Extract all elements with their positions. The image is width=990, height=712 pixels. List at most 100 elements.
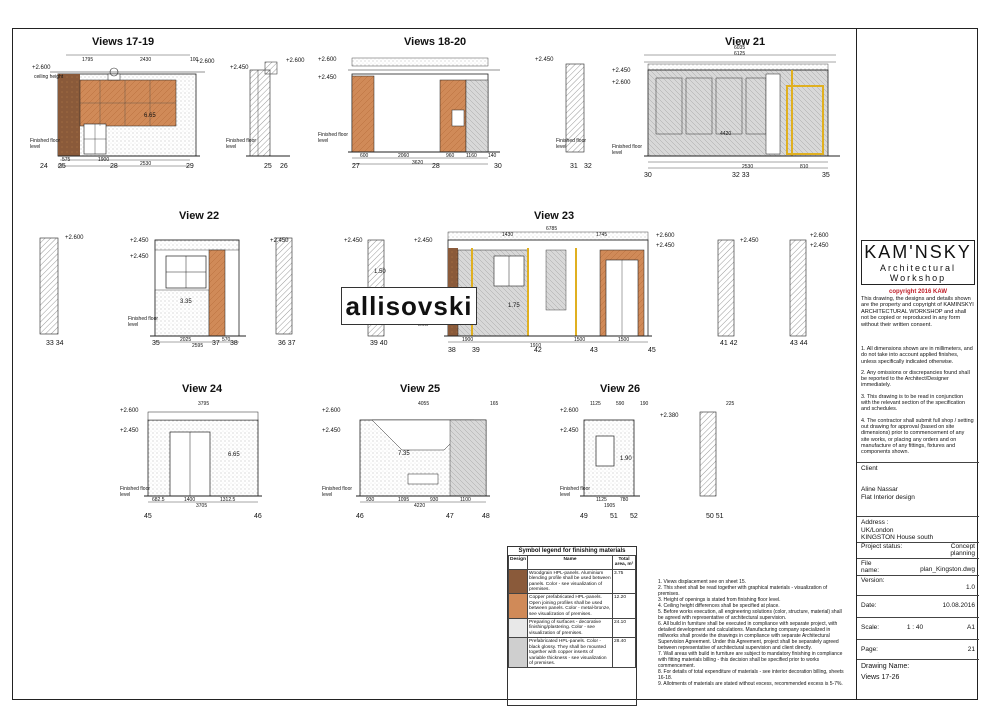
view-title-24: View 24 [182,383,223,395]
view-title-17-19: Views 17-19 [92,36,155,48]
dimension: 140 [488,153,497,159]
grid-axis-label: 42 [534,347,542,354]
legend-table: Design Name Total area, m² Woodgrain HPL… [508,555,636,669]
area-label: 1.90 [620,456,632,462]
level-marker: +2.600 [560,408,579,414]
grid-axis-label: 32 33 [732,172,750,179]
grid-axis-label: 46 [254,513,262,520]
dimension: 1900 [98,157,110,163]
view-title-25: View 25 [400,383,441,395]
dimension: 4420 [720,131,732,137]
grid-axis-label: 25 [58,163,66,170]
grid-axis-label: 24 [40,163,48,170]
copyright-statement: This drawing, the designs and details sh… [861,296,974,328]
level-marker: +2.450 [344,238,363,244]
dimension: 2060 [398,153,410,159]
dimension: 3795 [198,401,210,407]
scale-value: 1 : 40 [906,624,924,631]
level-marker: +2.600 [612,80,631,86]
watermark-logo: allisovski [341,287,477,325]
dimension: 930 [430,497,439,503]
level-marker: +2.450 [318,75,337,81]
drawing-sheet-border [12,28,978,700]
dimension: 600 [360,153,369,159]
grid-axis-label: 26 [280,163,288,170]
grid-axis-label: 38 [448,347,456,354]
level-marker: +2.380 [660,413,679,419]
client-name: Aline Nassar [861,486,898,493]
view-24-elevation [144,411,262,503]
level-marker: +2.600 [810,233,829,239]
dimension: 2430 [140,57,152,63]
dimension: 2530 [140,161,152,167]
titleblock-notes: 1. All dimensions shown are in millimete… [861,346,974,460]
level-marker: +2.450 [130,238,149,244]
scale-row: Scale: 1 : 40 A1 [857,617,979,639]
grid-axis-label: 28 [110,163,118,170]
floor-label: Finished floor level [560,486,591,498]
logo-subtitle: Architectural Workshop [879,263,957,283]
legend-row: Prefabricated HPL-panels. Color - black … [508,637,636,669]
legend-area: 24.10 [612,618,636,639]
legend-col-name: Name [527,555,613,570]
level-marker: +2.450 [612,68,631,74]
client-label: Client [861,465,878,472]
level-marker: +2.600 [286,58,305,64]
grid-axis-label: 38 [230,340,238,347]
note-item: 7. Wall areas with build in furniture ar… [658,651,843,669]
level-marker: +2.450 [270,238,289,244]
grid-axis-label: 33 34 [46,340,64,347]
level-marker: +2.600 [120,408,139,414]
legend-row: Preparing of surfaces - decorative finis… [508,618,636,639]
level-marker: +2.450 [656,243,675,249]
dimension: 2025 [180,337,192,343]
level-marker: +2.450 [560,428,579,434]
grid-axis-label: 51 [610,513,618,520]
floor-label: Finished floor level [612,144,643,156]
level-marker: +2.450 [740,238,759,244]
grid-axis-label: 43 44 [790,340,808,347]
grid-axis-label: 49 [580,513,588,520]
grid-axis-label: 28 [432,163,440,170]
paper-size: A1 [967,624,975,631]
scale-label: Scale: [861,624,880,631]
view-25-elevation [356,419,490,503]
dimension: 3620 [412,160,424,166]
view-title-18-20: Views 18-20 [404,36,467,48]
legend-name: Copper prefabricated HPL-panels. Open jo… [527,593,613,620]
dimension: 1125 [596,497,607,503]
drawing-name-value: Views 17-26 [861,674,900,681]
client-type: Flat Interior design [861,494,915,501]
titleblock-note: 3. This drawing is to be read in conjunc… [861,393,965,413]
legend-name: Prefabricated HPL-panels. Color - black … [527,637,613,669]
area-label: 6.65 [228,452,240,458]
legend-title: Symbol legend for finishing materials [518,548,626,554]
dimension: 1905 [604,503,616,509]
page-row: Page: 21 [857,639,979,659]
file-row: File name: plan_Kingston.dwg [857,558,979,575]
project-status-row: Project status: Concept planning [857,542,979,558]
legend-swatch [508,618,528,639]
level-marker: +2.450 [130,254,149,260]
dimension: 2530 [742,164,754,170]
ceiling-label: ceiling height [34,74,64,80]
dimension: 190 [640,401,649,407]
grid-axis-label: 31 [570,163,578,170]
dimension: 1400 [184,497,196,503]
floor-label: Finished floor level [318,132,349,144]
view-26-elevation [580,411,717,497]
floor-label: Finished floor level [226,138,257,150]
dimension: 780 [620,497,629,503]
dimension: 6785 [546,226,558,232]
dimension: 570 [222,337,231,343]
grid-axis-label: 47 [446,513,454,520]
grid-axis-label: 29 [186,163,194,170]
dimension: 810 [800,164,809,170]
note-item: 8. For details of total expenditure of m… [658,669,844,681]
date-value: 10.08.2016 [942,602,975,609]
copyright: copyright 2016 KAW [888,289,947,295]
client-row: Client [857,462,979,482]
grid-axis-label: 30 [494,163,502,170]
titleblock-note: 1. All dimensions shown are in millimete… [861,346,973,365]
